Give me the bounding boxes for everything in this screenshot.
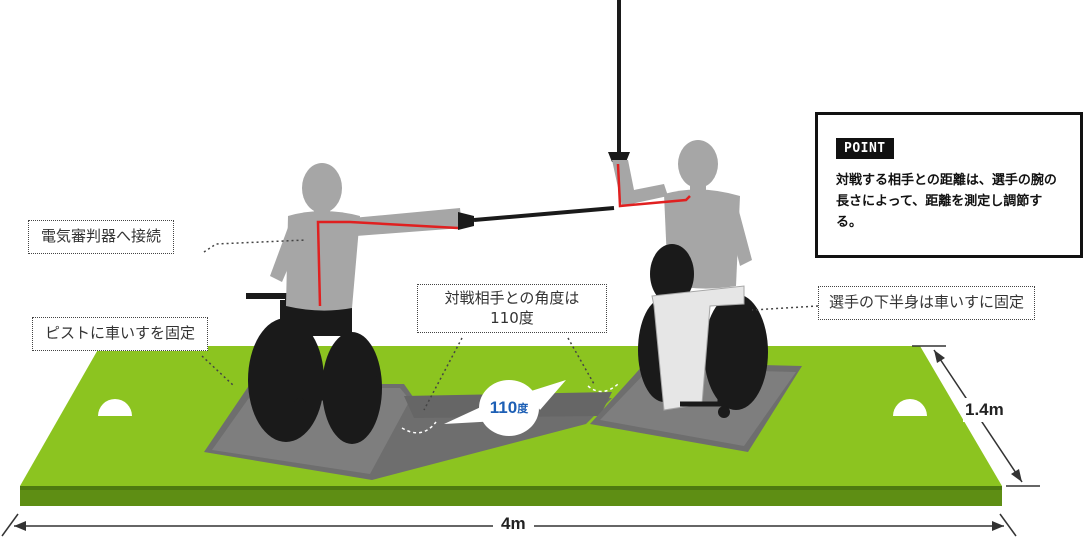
- dim-width-arrow-left: [14, 521, 26, 531]
- piste-bump-right: [893, 399, 927, 416]
- legs-right: [651, 285, 745, 411]
- arm-left-extended: [352, 208, 462, 236]
- arm-right-raised: [612, 160, 668, 206]
- cable-right: [616, 163, 691, 208]
- angle-arc-left: [401, 421, 437, 434]
- arm-left-rear: [270, 222, 302, 282]
- leader-angle-left: [423, 337, 463, 411]
- mask-right: [650, 244, 694, 304]
- point-box: POINT 対戦する相手との距離は、選手の腕の長さによって、距離を測定し調節する…: [815, 112, 1083, 258]
- callout-angle: 対戦相手との角度は 110度: [417, 284, 607, 333]
- dim-width-tick-right: [999, 513, 1017, 537]
- dim-width-tick-left: [1, 513, 19, 537]
- chair-frame-left: [300, 376, 380, 401]
- piste-side: [20, 486, 1002, 506]
- dim-depth-arrow-top: [934, 350, 945, 363]
- head-left: [302, 163, 342, 213]
- piste-shadow-edge: [20, 486, 1002, 490]
- wheel-left-back: [248, 318, 324, 442]
- angle-badge-unit: 度: [517, 403, 529, 415]
- dim-depth-arrow-bottom: [1011, 469, 1022, 482]
- angle-badge-value: 110: [489, 398, 518, 417]
- foil-blade-left: [473, 206, 615, 222]
- torso-left: [286, 211, 360, 311]
- point-text: 対戦する相手との距離は、選手の腕の長さによって、距離を測定し調節する。: [836, 173, 1057, 230]
- piste-bump-left: [98, 399, 132, 416]
- cable-left: [316, 220, 459, 307]
- head-right: [678, 140, 718, 188]
- wheel-right-back: [704, 294, 768, 410]
- leader-piste: [201, 355, 235, 387]
- dimension-width-label: 4m: [493, 514, 534, 534]
- callout-angle-line1: 対戦相手との角度は: [444, 289, 580, 307]
- callout-lower-body: 選手の下半身は車いすに固定: [818, 286, 1036, 320]
- athlete-left: [246, 163, 615, 444]
- callout-angle-line2: 110度: [490, 308, 534, 327]
- leader-lines: [201, 239, 819, 411]
- caster-left: [294, 398, 306, 410]
- leader-angle-right: [567, 337, 595, 385]
- foil-guard-right: [608, 152, 630, 162]
- callout-electric-sensor: 電気審判器へ接続: [28, 220, 175, 254]
- athlete-right: [608, 0, 768, 418]
- caster-right: [718, 406, 730, 418]
- angle-arc-right: [587, 383, 619, 393]
- dim-width-arrow-right: [992, 521, 1004, 531]
- leader-lower: [751, 305, 819, 311]
- callout-piste-fix: ピストに車いすを固定: [32, 317, 209, 351]
- chair-frame-right: [680, 380, 730, 407]
- arm-right-rear: [726, 200, 752, 266]
- foil-guard-left: [458, 212, 474, 230]
- wheel-left-front: [322, 332, 382, 444]
- dimension-depth-label: 1.4m: [963, 398, 1006, 422]
- point-tag: POINT: [836, 138, 894, 159]
